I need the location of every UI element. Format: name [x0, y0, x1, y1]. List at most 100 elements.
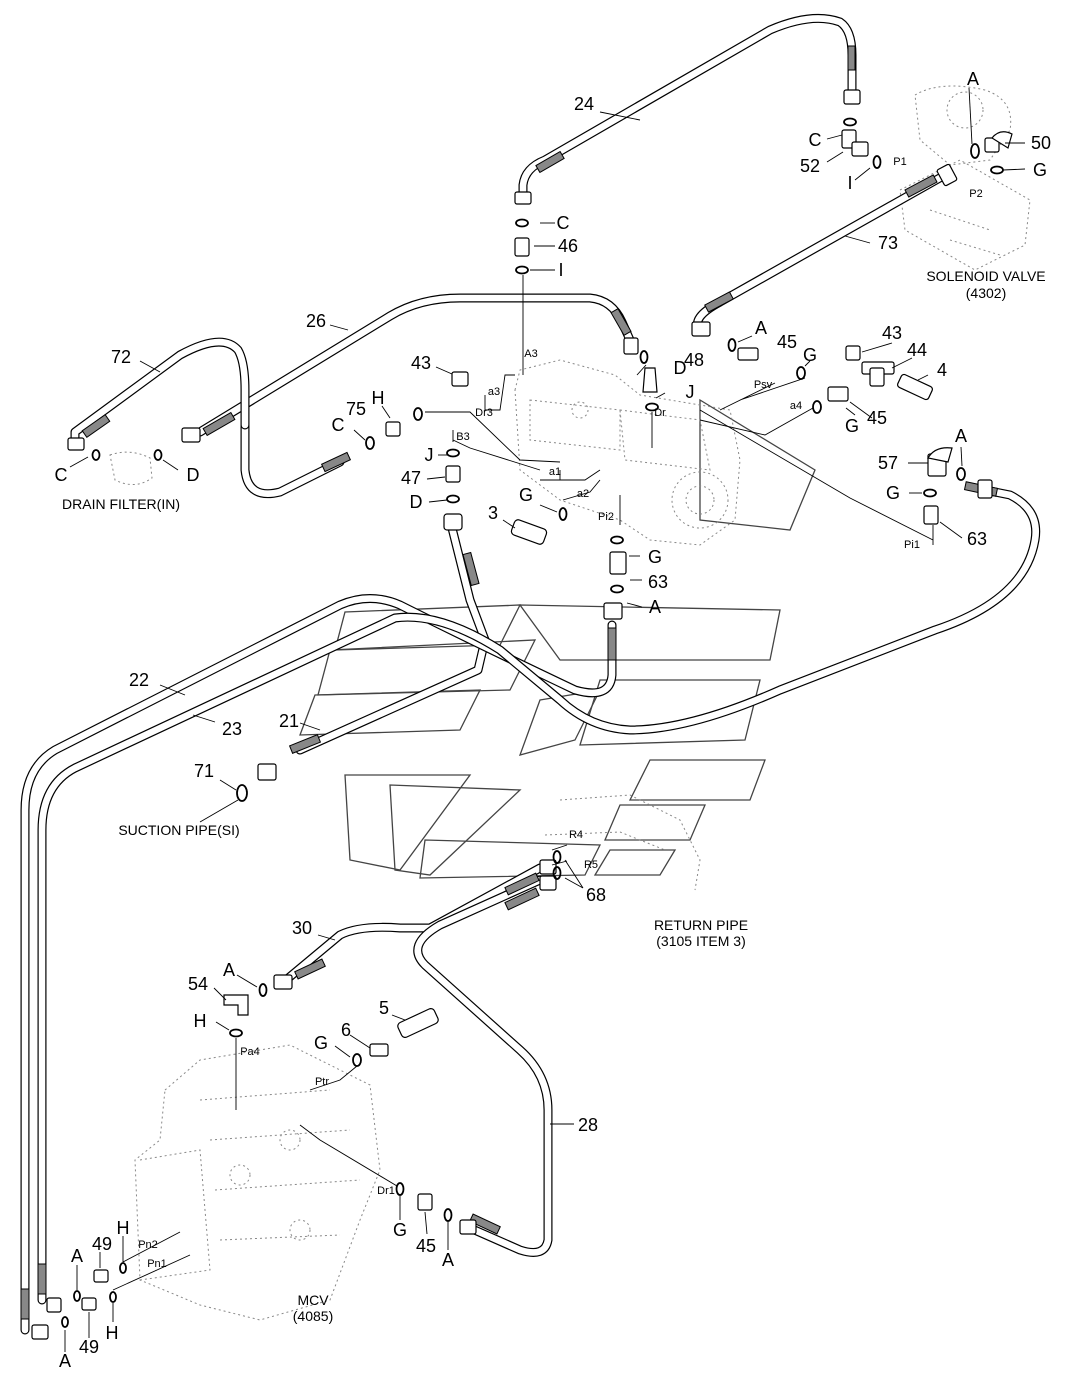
callout-45c: 45 [416, 1236, 436, 1256]
hose-braids [20, 45, 999, 1320]
callout-J1: J [425, 445, 434, 465]
elbow-48 [642, 367, 658, 393]
callout-49a: 49 [92, 1234, 112, 1254]
callout-Pn2: Pn2 [138, 1239, 158, 1251]
callout-H4: H [106, 1323, 119, 1343]
callout-A5: A [649, 597, 661, 617]
o-rings [61, 117, 1004, 1328]
callout-3: 3 [488, 503, 498, 523]
connector-75 [385, 421, 401, 437]
callout-P1: P1 [893, 156, 906, 168]
hoses [20, 13, 1041, 1335]
callout-21: 21 [279, 711, 299, 731]
callout-30: 30 [292, 918, 312, 938]
callout-54: 54 [188, 974, 208, 994]
callout-68: 68 [586, 885, 606, 905]
sensor-4 [897, 373, 933, 401]
callout-4: 4 [937, 360, 947, 380]
callout-a1: a1 [549, 466, 561, 478]
callout-49b: 49 [79, 1337, 99, 1357]
connector-45a [737, 347, 759, 361]
elbow-52 [841, 129, 869, 157]
callout-Ptr: Ptr [315, 1076, 329, 1088]
connector-49a [93, 1269, 109, 1283]
callout-Pi1: Pi1 [904, 539, 920, 551]
callout-A7: A [442, 1250, 454, 1270]
callout-D1: D [410, 492, 423, 512]
callout-a2: a2 [577, 488, 589, 500]
callout-63a: 63 [967, 529, 987, 549]
callout-G3: G [845, 416, 859, 436]
sensor-5 [397, 1008, 439, 1038]
callout-5: 5 [379, 998, 389, 1018]
callout-A1: A [967, 69, 979, 89]
mcv-outline [134, 1044, 381, 1321]
callout-28: 28 [578, 1115, 598, 1135]
callout-A6: A [223, 960, 235, 980]
callout-Pn1: Pn1 [147, 1258, 167, 1270]
connector-45c [417, 1193, 433, 1211]
callout-J2: J [686, 382, 695, 402]
callout-I2: I [558, 260, 563, 280]
callout-G6: G [648, 547, 662, 567]
fitting-63b [609, 551, 627, 575]
callout-G4: G [519, 485, 533, 505]
callout-H1: H [372, 388, 385, 408]
callout-B3: B3 [456, 431, 469, 443]
callout-P2: P2 [969, 188, 982, 200]
caption-solenoid-valve-ref: (4302) [966, 285, 1006, 301]
hose-end-fittings [31, 89, 993, 1340]
return-pipe-outline [544, 794, 701, 891]
callout-Dr1: Dr1 [377, 1185, 395, 1197]
leader-lines [64, 87, 1026, 1352]
connector-6 [369, 1043, 389, 1057]
callout-D2: D [187, 465, 200, 485]
callout-Psv: Psv [754, 379, 773, 391]
callout-43a: 43 [411, 353, 431, 373]
caption-solenoid-valve: SOLENOID VALVE [926, 268, 1045, 284]
main-pump-outline [514, 359, 741, 546]
callout-48: 48 [684, 350, 704, 370]
drain-filter-outline [109, 451, 153, 485]
callout-G8: G [393, 1220, 407, 1240]
callout-D3: D [674, 358, 687, 378]
callout-26: 26 [306, 311, 326, 331]
adapter-46 [514, 237, 530, 257]
callout-Pi2: Pi2 [598, 511, 614, 523]
callout-labels: 24 C 52 A 50 P1 I G P2 73 C 46 I 26 72 A… [55, 69, 1052, 1371]
callout-Pa4: Pa4 [240, 1046, 260, 1058]
captions: SOLENOID VALVE (4302) DRAIN FILTER(IN) S… [62, 268, 1046, 1324]
callout-50: 50 [1031, 133, 1051, 153]
caption-return-pipe-ref: (3105 ITEM 3) [656, 933, 745, 949]
callout-R4: R4 [569, 829, 583, 841]
callout-a3: a3 [488, 386, 500, 398]
fitting-63a [923, 505, 939, 525]
callout-H3: H [117, 1218, 130, 1238]
solenoid-valve-outline [899, 85, 1031, 271]
callout-22: 22 [129, 670, 149, 690]
connector-45b [827, 386, 849, 402]
callout-43b: 43 [882, 323, 902, 343]
callout-46: 46 [558, 236, 578, 256]
callout-A8: A [71, 1246, 83, 1266]
callout-45a: 45 [777, 332, 797, 352]
tee-44 [845, 345, 895, 387]
callout-C1: C [809, 130, 822, 150]
callout-I1: I [847, 173, 852, 193]
callout-23: 23 [222, 719, 242, 739]
callout-C3: C [332, 415, 345, 435]
adapter-47 [445, 465, 461, 483]
connector-49b [81, 1297, 97, 1311]
callout-G2: G [803, 345, 817, 365]
elbow-54 [223, 994, 249, 1016]
caption-mcv-ref: (4085) [293, 1308, 333, 1324]
callout-A9: A [59, 1351, 71, 1371]
callout-Dr: Dr [654, 407, 666, 419]
callout-R5: R5 [584, 859, 598, 871]
callout-A4: A [955, 426, 967, 446]
caption-suction-pipe: SUCTION PIPE(SI) [118, 822, 239, 838]
callout-Dr3: Dr3 [475, 407, 493, 419]
callout-A3: A3 [524, 348, 537, 360]
callout-G7: G [314, 1033, 328, 1053]
